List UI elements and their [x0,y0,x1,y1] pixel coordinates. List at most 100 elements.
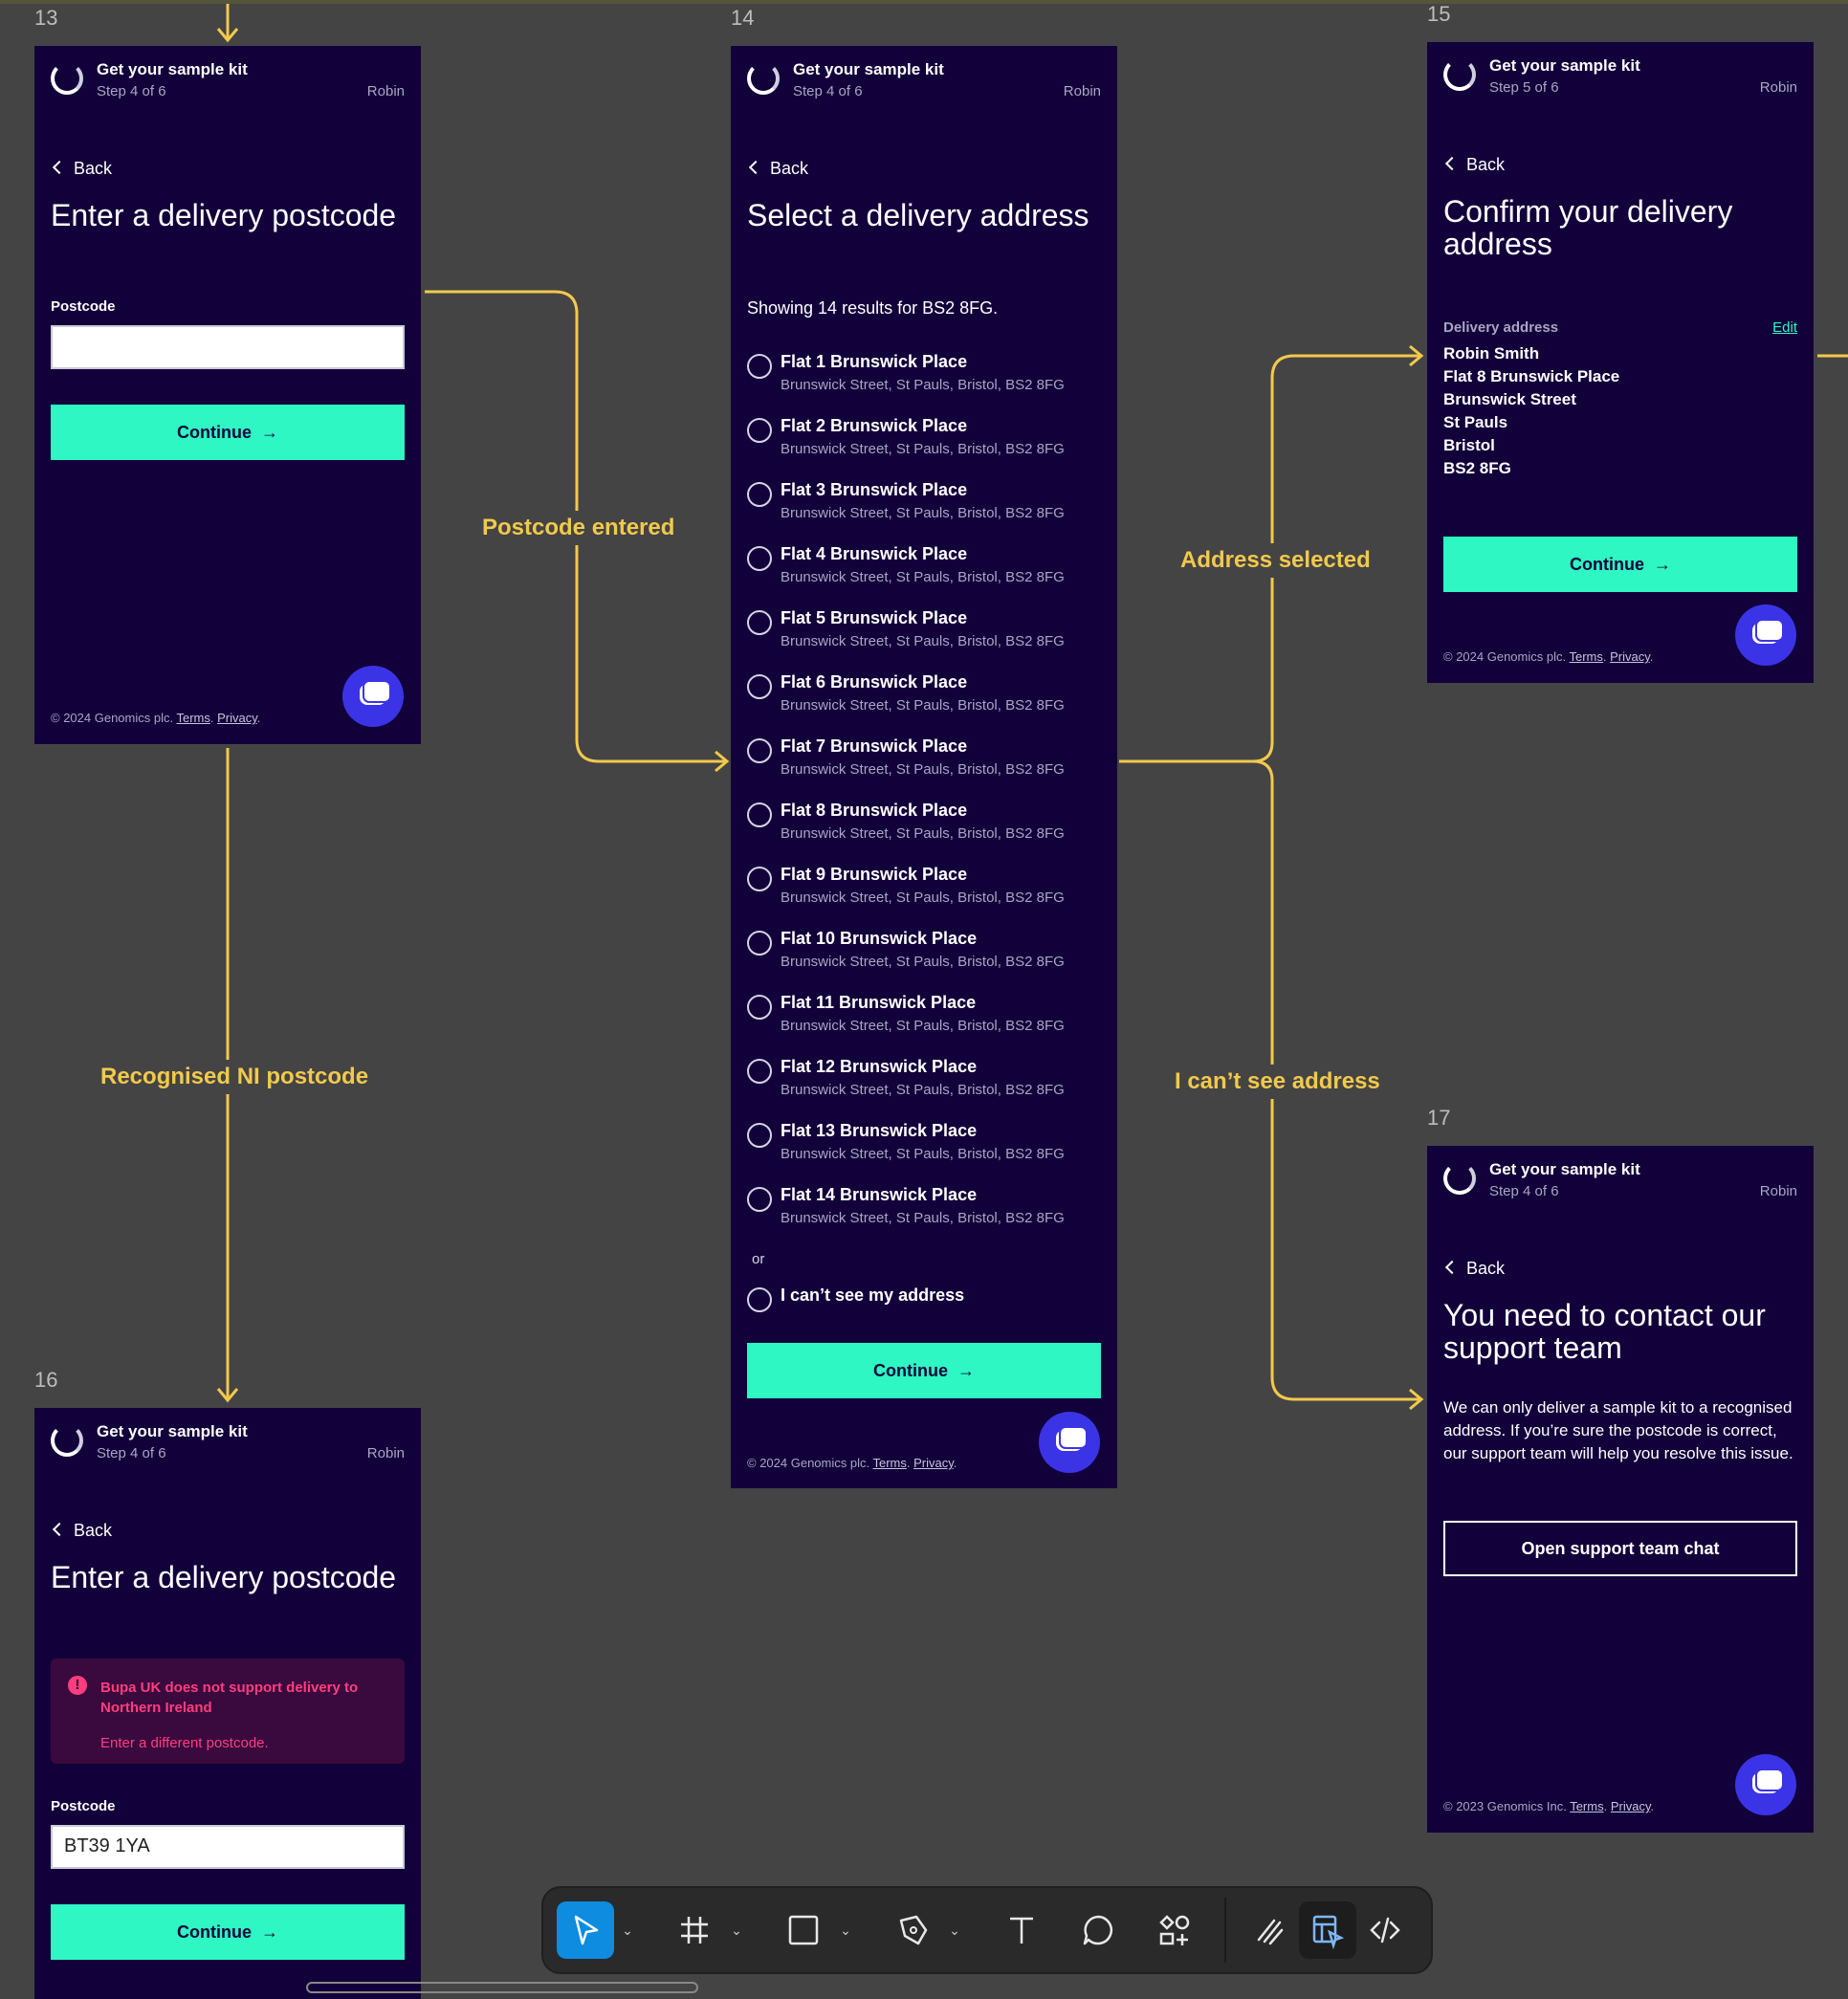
chat-bubble-icon-front [363,680,391,703]
text-tool-icon[interactable] [993,1901,1050,1959]
radio-button[interactable] [747,546,772,571]
horizontal-scrollbar[interactable] [306,1982,698,1993]
address-detail: Brunswick Street, St Pauls, Bristol, BS2… [781,890,1065,906]
back-label: Back [1466,1259,1506,1278]
privacy-link[interactable]: Privacy [913,1456,954,1470]
radio-button[interactable] [747,802,772,827]
chevron-down-icon[interactable]: ⌄ [840,1922,851,1938]
radio-button[interactable] [747,610,772,635]
terms-link[interactable]: Terms [1570,1799,1604,1813]
header-user: Robin [1063,83,1101,99]
header-user: Robin [1759,79,1797,96]
footer-copyright: © 2024 Genomics plc. [747,1456,870,1470]
privacy-link[interactable]: Privacy [1610,1799,1651,1813]
terms-link[interactable]: Terms [1569,649,1603,664]
radio-button[interactable] [747,995,772,1020]
chevron-down-icon[interactable]: ⌄ [622,1922,633,1938]
back-link[interactable]: Back [1443,155,1505,175]
chat-button[interactable] [1735,1754,1796,1815]
frame-select-address[interactable]: Get your sample kit Step 4 of 6 Robin Ba… [731,46,1117,1488]
address-detail: Brunswick Street, St Pauls, Bristol, BS2… [781,825,1065,842]
radio-button[interactable] [747,738,772,763]
back-link[interactable]: Back [51,159,112,179]
cant-see-address-option[interactable]: I can’t see my address [747,1285,1101,1347]
radio-button[interactable] [747,1187,772,1212]
open-support-chat-button[interactable]: Open support team chat [1443,1521,1797,1576]
radio-button[interactable] [747,1059,772,1084]
address-detail: Brunswick Street, St Pauls, Bristol, BS2… [781,505,1065,521]
continue-button[interactable]: Continue→ [51,405,405,460]
back-link[interactable]: Back [1443,1259,1505,1279]
frame-confirm-address[interactable]: Get your sample kit Step 5 of 6 Robin Ba… [1427,42,1814,683]
header-title: Get your sample kit [1489,56,1640,75]
chevron-down-icon[interactable]: ⌄ [949,1922,960,1938]
edit-link[interactable]: Edit [1772,319,1797,336]
draw-mode-icon[interactable] [1242,1901,1299,1959]
radio-button[interactable] [747,1287,772,1312]
radio-button[interactable] [747,482,772,507]
postcode-input[interactable] [51,325,405,369]
continue-button[interactable]: Continue→ [747,1343,1101,1398]
chevron-left-icon [52,1522,67,1537]
radio-button[interactable] [747,418,772,443]
address-detail: Brunswick Street, St Pauls, Bristol, BS2… [781,1018,1065,1034]
header-step: Step 4 of 6 [793,83,863,99]
continue-button[interactable]: Continue→ [1443,537,1797,592]
back-link[interactable]: Back [51,1521,112,1541]
address-detail: Brunswick Street, St Pauls, Bristol, BS2… [781,377,1065,393]
address-detail: Brunswick Street, St Pauls, Bristol, BS2… [781,954,1065,970]
flow-label-recognised-ni: Recognised NI postcode [99,1060,371,1094]
terms-link[interactable]: Terms [872,1456,907,1470]
chat-button[interactable] [342,666,404,727]
continue-label: Continue [873,1361,948,1380]
design-toolbar: ⌄ ⌄ ⌄ ⌄ [541,1886,1433,1974]
radio-button[interactable] [747,867,772,891]
frame-contact-support[interactable]: Get your sample kit Step 4 of 6 Robin Ba… [1427,1146,1814,1833]
back-link[interactable]: Back [747,159,808,179]
radio-button[interactable] [747,1123,772,1148]
address-title: Flat 14 Brunswick Place [781,1185,978,1204]
chat-button[interactable] [1735,604,1796,666]
continue-button[interactable]: Continue→ [51,1904,405,1960]
radio-button[interactable] [747,354,772,379]
frame-enter-postcode[interactable]: Get your sample kit Step 4 of 6 Robin Ba… [34,46,421,744]
arrow-right-icon: → [261,423,278,442]
chevron-down-icon[interactable]: ⌄ [731,1922,742,1938]
address-line: BS2 8FG [1443,459,1511,477]
radio-button[interactable] [747,674,772,699]
address-line: Brunswick Street [1443,390,1576,408]
components-tool-icon[interactable] [1146,1901,1203,1959]
move-tool-icon[interactable] [557,1901,614,1959]
rectangle-tool-icon[interactable] [775,1901,832,1959]
design-mode-icon[interactable] [1299,1901,1356,1959]
chat-button[interactable] [1039,1412,1100,1473]
dev-mode-icon[interactable] [1356,1901,1414,1959]
postcode-input[interactable]: BT39 1YA [51,1825,405,1869]
frame-tool-icon[interactable] [666,1901,723,1959]
comment-tool-icon[interactable] [1069,1901,1127,1959]
frame-ni-postcode-error[interactable]: Get your sample kit Step 4 of 6 Robin Ba… [34,1408,421,1999]
pen-tool-icon[interactable] [884,1901,941,1959]
address-line: St Pauls [1443,413,1508,431]
privacy-link[interactable]: Privacy [1610,649,1650,664]
radio-button[interactable] [747,931,772,956]
terms-link[interactable]: Terms [176,711,210,725]
address-title: Flat 10 Brunswick Place [781,929,978,948]
privacy-link[interactable]: Privacy [217,711,257,725]
address-detail: Brunswick Street, St Pauls, Bristol, BS2… [781,1210,1065,1226]
